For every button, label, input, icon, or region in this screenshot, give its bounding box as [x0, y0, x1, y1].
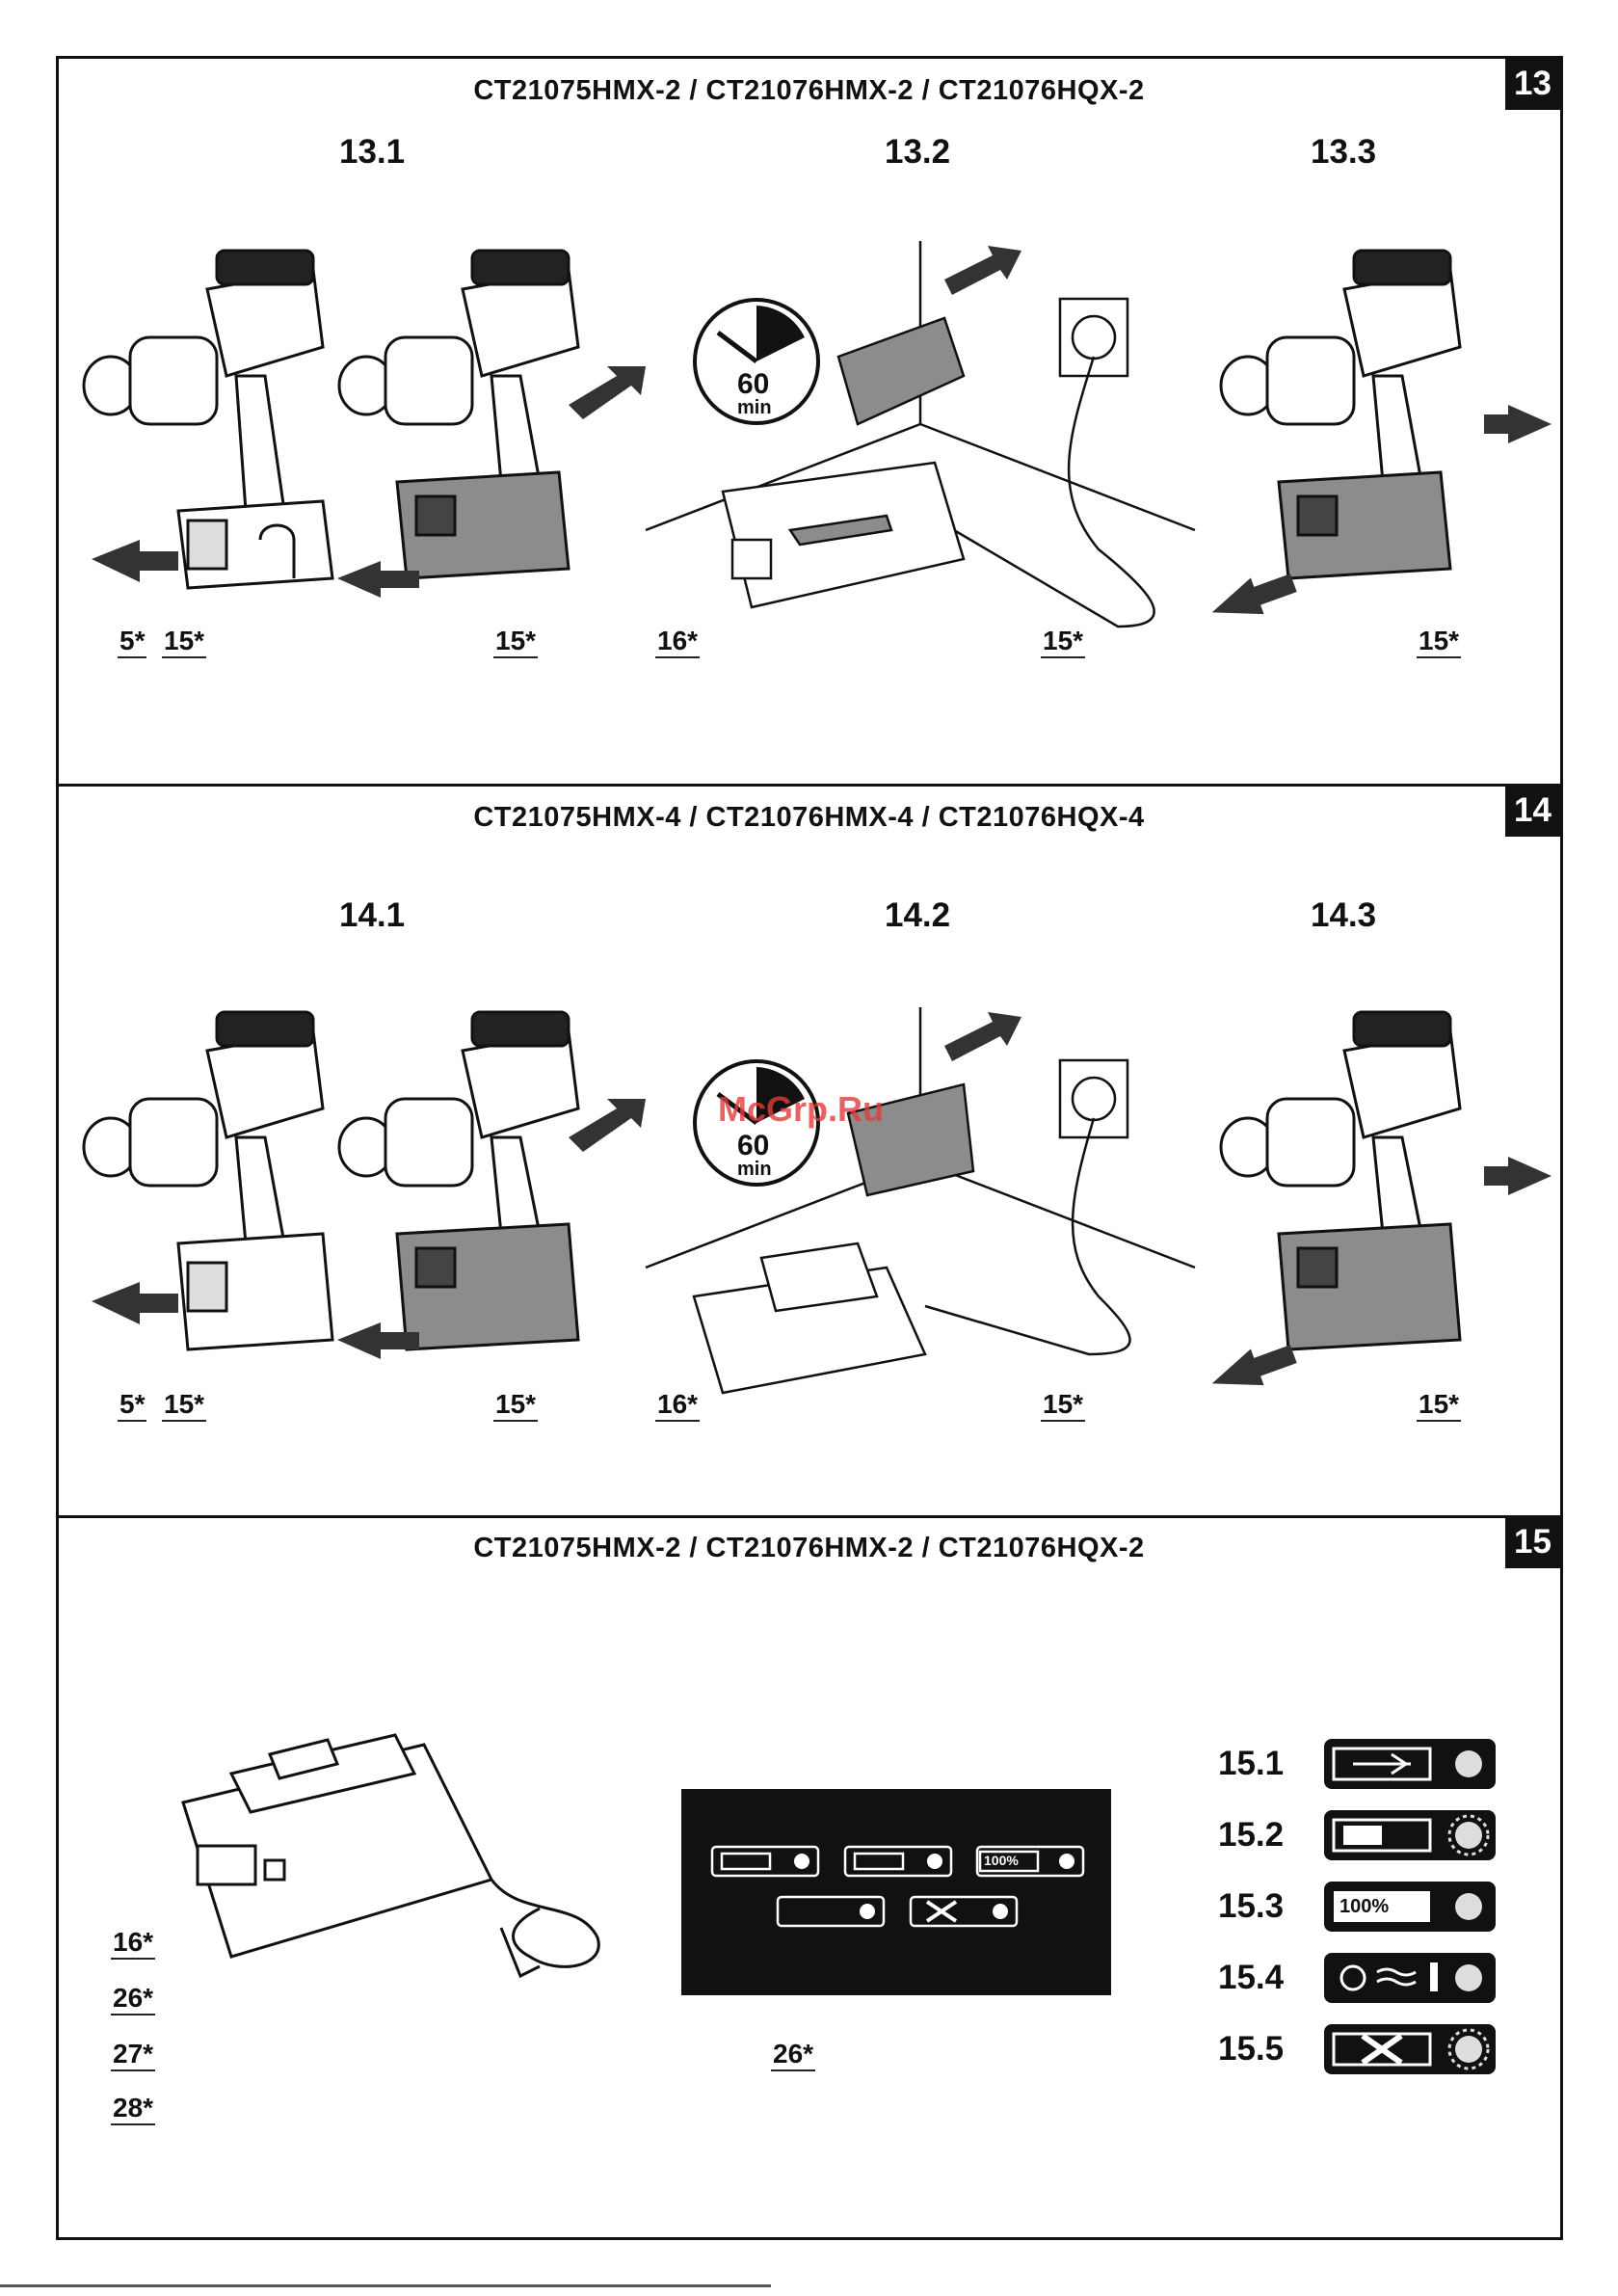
callout-label: 16* — [655, 627, 700, 658]
legend-row: 15.1 — [1218, 1737, 1496, 1791]
legend-label: 15.4 — [1218, 1959, 1324, 1997]
timer-value: 60 — [737, 368, 769, 401]
charger-display-panel: 100% — [681, 1789, 1111, 1995]
legend-label: 15.1 — [1218, 1745, 1324, 1783]
legend-row: 15.4 — [1218, 1951, 1496, 2005]
step-14-1: 14.1 — [339, 896, 405, 935]
display-icons — [681, 1789, 1111, 1995]
callout-label: 16* — [111, 1928, 155, 1960]
panel-divider — [56, 784, 1563, 787]
panel-13-title: CT21075HMX-2 / CT21076HMX-2 / CT21076HQX… — [0, 75, 1618, 107]
panel-14-title: CT21075HMX-4 / CT21076HMX-4 / CT21076HQX… — [0, 802, 1618, 834]
drill-illustration — [1209, 993, 1547, 1388]
legend-row: 15.5 — [1218, 2022, 1496, 2076]
display-full-text: 100% — [984, 1853, 1019, 1868]
drill-illustration — [72, 993, 342, 1369]
callout-label: 15* — [1417, 627, 1461, 658]
fan-heat-thermometer-icon — [1324, 1953, 1496, 2003]
bottom-rule — [0, 2284, 771, 2287]
battery-charging-progress-icon — [1324, 1810, 1496, 1860]
callout-label: 15* — [493, 1390, 538, 1422]
battery-full-icon: 100% — [1324, 1882, 1496, 1932]
step-14-2: 14.2 — [885, 896, 950, 935]
drill-illustration — [72, 231, 342, 598]
callout-label: 27* — [111, 2040, 155, 2071]
callout-label: 5* — [118, 627, 146, 658]
step-13-2: 13.2 — [885, 133, 950, 172]
callout-label: 15* — [1417, 1390, 1461, 1422]
legend-label: 15.2 — [1218, 1816, 1324, 1855]
legend-row: 15.2 — [1218, 1808, 1496, 1862]
legend-label: 15.3 — [1218, 1887, 1324, 1926]
battery-fault-icon — [1324, 2024, 1496, 2074]
drill-illustration — [328, 231, 646, 617]
panel-15-badge: 15 — [1505, 1516, 1560, 1568]
step-14-3: 14.3 — [1311, 896, 1376, 935]
watermark: McGrp.Ru — [718, 1089, 884, 1130]
callout-label: 16* — [655, 1390, 700, 1422]
callout-label: 15* — [493, 627, 538, 658]
timer-value: 60 — [737, 1130, 769, 1162]
panel-13-badge: 13 — [1505, 58, 1560, 110]
callout-label: 15* — [162, 627, 206, 658]
legend-label: 15.5 — [1218, 2030, 1324, 2069]
charger-illustration — [173, 1687, 626, 2005]
drill-illustration — [328, 993, 646, 1378]
callout-label: 15* — [162, 1390, 206, 1422]
panel-14-badge: 14 — [1505, 785, 1560, 837]
timer-unit: min — [737, 1159, 772, 1181]
callout-label: 26* — [771, 2040, 815, 2071]
legend-row: 15.3 100% — [1218, 1880, 1496, 1934]
legend-full-text: 100% — [1339, 1896, 1389, 1918]
callout-label: 28* — [111, 2094, 155, 2125]
timer-unit: min — [737, 397, 772, 419]
step-13-3: 13.3 — [1311, 133, 1376, 172]
drill-illustration — [1209, 231, 1547, 617]
callout-label: 26* — [111, 1984, 155, 2016]
battery-charging-icon — [1324, 1739, 1496, 1789]
panel-15-title: CT21075HMX-2 / CT21076HMX-2 / CT21076HQX… — [0, 1533, 1618, 1564]
panel-divider — [56, 1515, 1563, 1518]
callout-label: 15* — [1041, 1390, 1085, 1422]
callout-label: 5* — [118, 1390, 146, 1422]
callout-label: 15* — [1041, 627, 1085, 658]
step-13-1: 13.1 — [339, 133, 405, 172]
